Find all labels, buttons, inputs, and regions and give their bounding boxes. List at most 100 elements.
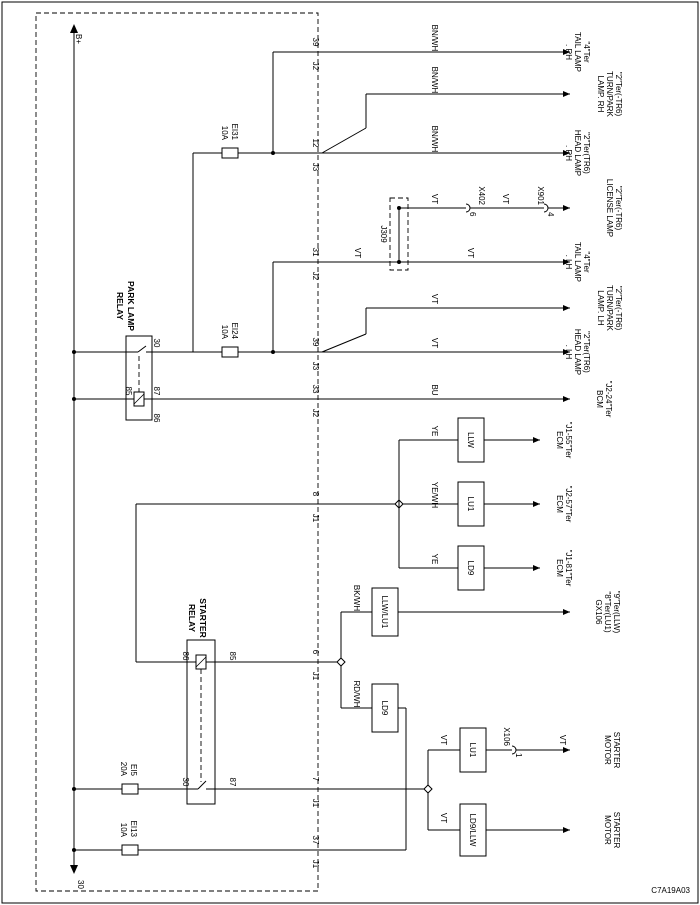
connector-x901 [543, 203, 549, 213]
pin-label-2: 31 [311, 248, 320, 257]
option-box-label-2: LD9 [466, 561, 475, 576]
option-box-label-6: LD9/LLW [468, 814, 477, 847]
pin-label-6: 6 [311, 650, 320, 655]
destination-10-line-1: ECM [555, 559, 564, 577]
fuse-ei5-name: EI5 [129, 764, 138, 777]
destination-4-line-2: . LH [564, 255, 573, 270]
option-box-label-3: LLW/LU1 [380, 596, 389, 629]
conn-label-3: J3 [311, 362, 320, 371]
destination-10-line-0: "J1-81"Ter [564, 550, 573, 587]
connector-x901-label: X901 [536, 186, 545, 205]
destination-3-line-0: "2"Ter(-TR6) [614, 186, 623, 231]
starter-relay-pin-86: 86 [181, 652, 190, 661]
fuse-ei5 [121, 783, 139, 795]
conn-label-8: J1 [311, 860, 320, 869]
park-relay-pin-87: 87 [152, 387, 161, 396]
destination-5-line-0: "2"Ter(-TR6) [614, 286, 623, 331]
fuse-ei24-name: EI24 [230, 323, 239, 340]
connector-j309-label: J309 [379, 225, 388, 243]
destination-6-line-1: HEAD LAMP [573, 329, 582, 375]
starter-relay-name2: RELAY [187, 604, 197, 632]
branch-node-motor [423, 784, 433, 794]
destination-9-line-0: "J2-57"Ter [564, 486, 573, 523]
park-relay-pin-85: 85 [124, 387, 133, 396]
starter-relay-name: STARTER [198, 598, 208, 638]
wire-color-tail-lh-a: VT [353, 248, 362, 258]
destination-1-line-1: TURN/PARK [605, 71, 614, 117]
connector-x106-pin: 1 [514, 753, 523, 758]
wire-color-j309-out: VT [430, 194, 439, 204]
conn-label-4: J2 [311, 409, 320, 418]
bus-bottom-arrow [70, 865, 78, 874]
conn-label-2: J2 [311, 272, 320, 281]
destination-7-line-1: BCM [595, 390, 604, 408]
fuse-ei31-name: EI31 [230, 124, 239, 141]
wire-color-ecm-3: YE [430, 554, 439, 565]
branch-node-starter [336, 657, 346, 667]
starter-relay-pin-30: 30 [181, 778, 190, 787]
pin-label-5: 8 [311, 492, 320, 497]
destination-7-line-0: "J2-24"Ter [604, 381, 613, 418]
starter-relay-pin-85: 85 [228, 652, 237, 661]
connector-x901-pin: 4 [546, 212, 555, 217]
fuse-ei5-rating: 20A [119, 762, 128, 777]
destination-5-line-1: TURN/PARK [605, 285, 614, 331]
option-box-llw-top [457, 417, 485, 463]
wire-color-ecm-2: YE/WH [430, 482, 439, 508]
wire-color-relay-ld9: RD/WH [352, 680, 361, 707]
option-box-label-5: LU1 [468, 743, 477, 758]
fuse-ei13-rating: 10A [119, 823, 128, 838]
destination-6-line-2: . LH [564, 345, 573, 360]
option-box-lu1-mid [457, 481, 485, 527]
destination-0-line-1: TAIL LAMP [573, 32, 582, 72]
option-box-label-4: LD9 [380, 701, 389, 716]
option-box-ld9-relay [371, 683, 399, 733]
destination-12-line-1: MOTOR [603, 735, 612, 765]
conn-label-1: J3 [311, 163, 320, 172]
bus-top-label: B+ [74, 34, 83, 44]
starter-relay-switch [197, 780, 207, 790]
destination-8-line-1: ECM [555, 431, 564, 449]
option-box-llw-lu1 [371, 587, 399, 637]
fuse-ei24 [221, 346, 239, 358]
destination-13-line-1: MOTOR [603, 815, 612, 845]
pin-label-3: 39 [311, 338, 320, 347]
park-relay-pin-30: 30 [152, 339, 161, 348]
conn-label-6: J1 [311, 672, 320, 681]
pin-label-0: 39 [311, 38, 320, 47]
connector-x402-pin: 6 [468, 212, 477, 217]
destination-11-line-1: "8"Ter(LU1) [603, 591, 612, 633]
pin-label-1: 12 [311, 139, 320, 148]
destination-12-line-0: STARTER [612, 732, 621, 769]
fuse-ei31 [221, 147, 239, 159]
destination-4-line-1: TAIL LAMP [573, 242, 582, 282]
destination-9-line-1: ECM [555, 495, 564, 513]
option-box-label-0: LLW [466, 432, 475, 448]
destination-8-line-0: "J1-55"Ter [564, 422, 573, 459]
destination-3-line-1: LICENSE LAMP [605, 179, 614, 237]
wire-color-motor-1b: VT [558, 735, 567, 745]
wire-color-bcm: BU [430, 384, 439, 395]
fuse-ei13 [121, 844, 139, 856]
destination-11-line-2: GX106 [594, 600, 603, 625]
option-box-ld9-mid [457, 545, 485, 591]
park-relay-name: PARK LAMP [126, 281, 136, 331]
destination-2-line-2: . RH [564, 145, 573, 161]
bus-bottom-label: 30 [76, 880, 85, 889]
fuse-ei24-rating: 10A [220, 325, 229, 340]
destination-0-line-0: "4"Ter [582, 41, 591, 63]
wire-color-turn-rh: BN/WH [430, 67, 439, 94]
conn-label-5: J1 [311, 514, 320, 523]
park-relay-pin-86: 86 [152, 414, 161, 423]
fuse-ei13-name: EI13 [129, 821, 138, 838]
destination-2-line-0: "2"Ter(TR6) [582, 132, 591, 174]
connector-x402 [465, 203, 471, 213]
park-relay-name2: RELAY [115, 292, 125, 320]
destination-4-line-0: "4"Ter [582, 251, 591, 273]
pin-label-4: 33 [311, 385, 320, 394]
figure-code: C7A19A03 [651, 886, 690, 895]
wire-color-tail-lh-b: VT [466, 248, 475, 258]
wire-color-head-rh: BN/WH [430, 126, 439, 153]
destination-11-line-0: "9"Ter(LLW) [612, 591, 621, 634]
